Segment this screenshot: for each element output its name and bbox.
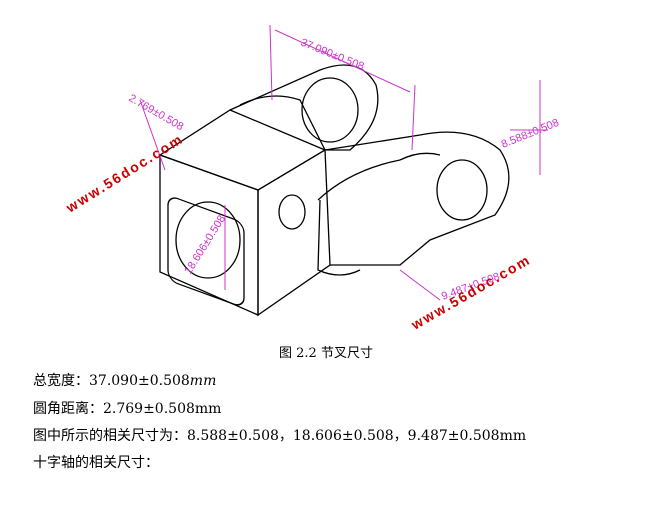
yoke-drawing: 37.090±0.508 2.769±0.508 8.588±0.508 18.… — [62, 24, 561, 333]
watermark-2: www.56doc.com — [408, 251, 534, 333]
figure-caption: 图 2.2 节叉尺寸 — [279, 346, 373, 361]
related-dimensions-line: 图中所示的相关尺寸为：8.588±0.508，18.606±0.508，9.48… — [33, 428, 527, 444]
dim-width-label: 37.090±0.508 — [299, 37, 366, 73]
dim-fillet-label: 2.769±0.508 — [127, 92, 186, 133]
yoke-part-outline — [158, 64, 510, 317]
fillet-distance-line: 圆角距离：2.769±0.508mm — [33, 401, 222, 417]
total-width-text: 总宽度：37.090±0.508 — [33, 373, 190, 389]
total-width-line: 总宽度：37.090±0.508mm — [33, 370, 216, 390]
dim-a-label: 8.588±0.508 — [500, 117, 561, 151]
dimension-lines — [139, 24, 548, 301]
total-width-unit: mm — [189, 373, 217, 389]
cross-shaft-line: 十字轴的相关尺寸： — [33, 455, 159, 471]
